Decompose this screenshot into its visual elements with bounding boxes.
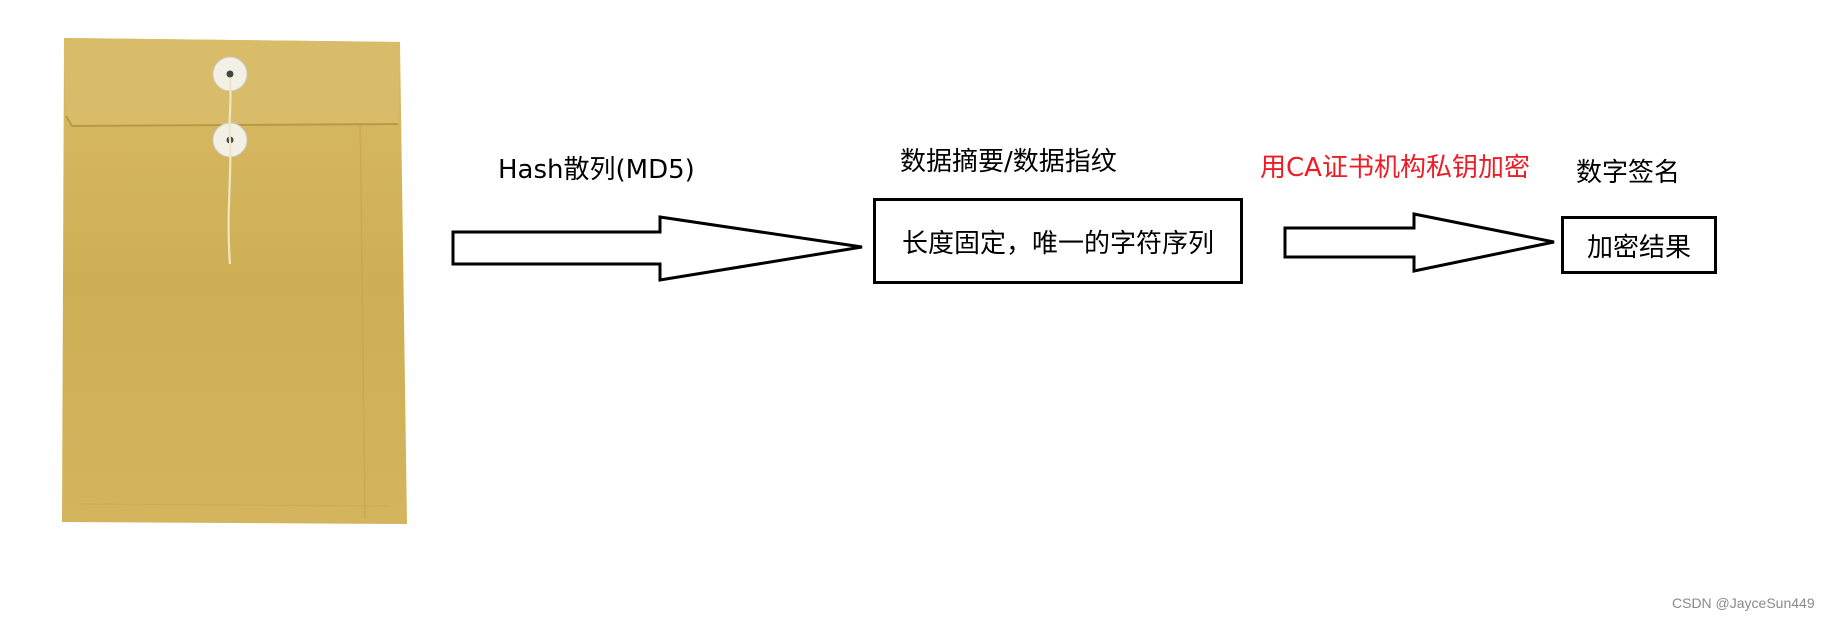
arrow-right-1 <box>450 214 870 284</box>
encrypted-result-text: 加密结果 <box>1587 227 1691 264</box>
digest-label: 数据摘要/数据指纹 <box>900 149 1117 175</box>
ca-encrypt-label: 用CA证书机构私钥加密 <box>1260 155 1530 181</box>
hash-label: Hash散列(MD5) <box>498 157 695 183</box>
envelope-image <box>60 34 412 526</box>
digest-box-text: 长度固定，唯一的字符序列 <box>902 223 1214 260</box>
signature-label: 数字签名 <box>1576 160 1680 186</box>
encrypted-result-box: 加密结果 <box>1561 216 1717 274</box>
digest-box: 长度固定，唯一的字符序列 <box>873 198 1243 284</box>
arrow-right-2 <box>1282 211 1560 275</box>
watermark: CSDN @JayceSun449 <box>1672 595 1815 611</box>
